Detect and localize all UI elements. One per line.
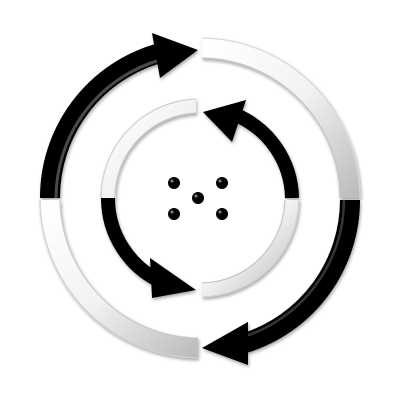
outer-light-arc-bottom-left-inner-edge [59,199,199,339]
outer-arrowhead-top-icon [152,33,198,78]
inner-light-arc-bottom-right [201,199,299,297]
dot-highlight [170,179,174,183]
outer-light-arc-top-right [201,38,360,199]
outer-arrowhead-bottom-icon [202,322,248,365]
dot-highlight [218,179,222,183]
inner-light-arc-top-left [100,99,197,199]
dot-highlight [194,194,198,198]
dot-bottom-left [168,208,180,220]
dot-highlight [170,210,174,214]
dot-highlight [218,210,222,214]
inner-arrowhead-top-icon [203,100,246,142]
inner-arrowhead-bottom-icon [150,258,196,298]
inner-light-arc-bottom-right-edge [201,199,300,298]
center-dots [168,177,228,220]
dot-top-left [168,177,180,189]
inner-light-arc-top-left-inner-edge [114,112,197,199]
outer-dark-arc-bottom-right [241,199,360,353]
outer-dark-arc-bottom-right-highlight [242,199,346,339]
dot-top-right [216,177,228,189]
inner-light-arc-top-left-edge [100,98,197,199]
outer-light-arc-bottom-left [40,199,199,358]
dot-center [192,192,204,204]
inner-dark-arc-top-right [233,108,299,199]
outer-dark-arc-top-left [39,43,163,199]
dot-bottom-right [216,208,228,220]
outer-light-arc-top-right-edge [201,37,361,199]
outer-light-arc-bottom-left-edge [39,199,199,359]
outer-light-arc-top-right-inner-edge [201,57,341,199]
inner-ring [100,98,300,298]
outer-ring [39,33,361,365]
outer-dark-arc-top-left-highlight [54,58,161,199]
inner-light-arc-bottom-right-inner-edge [201,199,286,284]
